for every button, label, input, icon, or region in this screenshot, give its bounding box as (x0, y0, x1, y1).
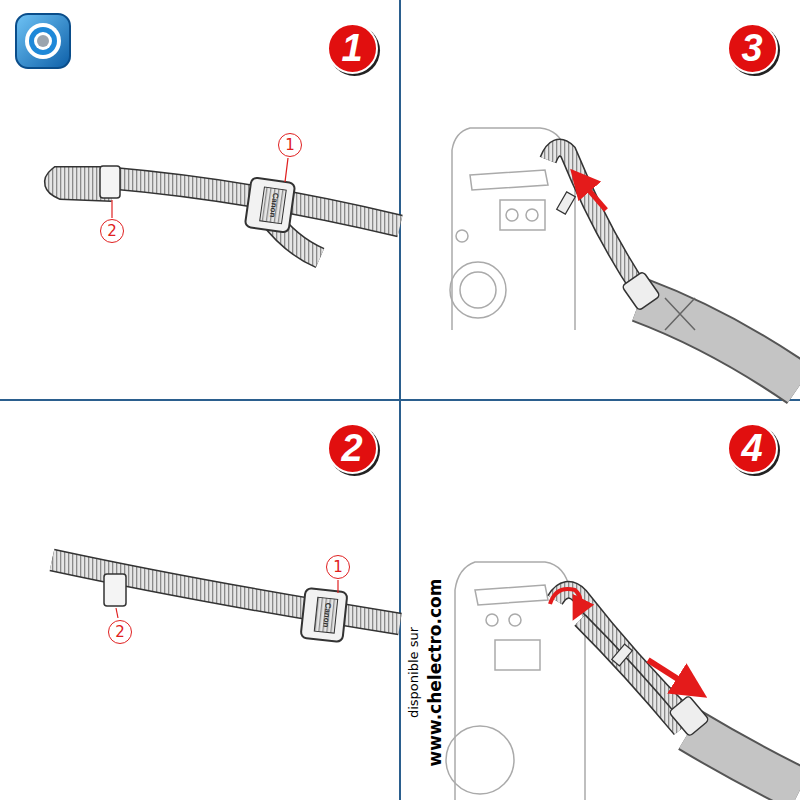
step-badge: 1 (327, 23, 378, 74)
callout-circle: 1 (278, 133, 302, 157)
step-badge: 4 (727, 423, 778, 474)
callout-circle: 2 (108, 620, 132, 644)
callout-number: 1 (285, 138, 295, 153)
strap (54, 166, 400, 258)
brand-mark: Canon (321, 602, 332, 628)
callout-circle: 2 (100, 219, 124, 243)
callout-number: 2 (107, 224, 117, 239)
leader-line (111, 200, 112, 218)
leader-line (337, 580, 338, 593)
leader-line (285, 158, 288, 182)
watermark: www.chelectro.com (428, 578, 445, 766)
step-badge: 2 (327, 423, 378, 474)
step-number: 1 (341, 27, 362, 70)
logo (16, 14, 70, 68)
leader-line (116, 608, 118, 618)
callout-circle: 1 (326, 555, 350, 579)
divider (0, 399, 800, 401)
callout-number: 1 (333, 560, 343, 575)
step-number: 4 (741, 427, 762, 470)
step-number: 2 (341, 427, 362, 470)
step-number: 3 (741, 27, 762, 70)
arrow (648, 660, 692, 688)
arrow (580, 180, 606, 210)
arrow (550, 589, 580, 610)
step-badge: 3 (727, 23, 778, 74)
strap (555, 590, 800, 790)
strap (548, 148, 800, 386)
watermark: disponible sur (407, 626, 420, 717)
callout-number: 2 (115, 625, 125, 640)
